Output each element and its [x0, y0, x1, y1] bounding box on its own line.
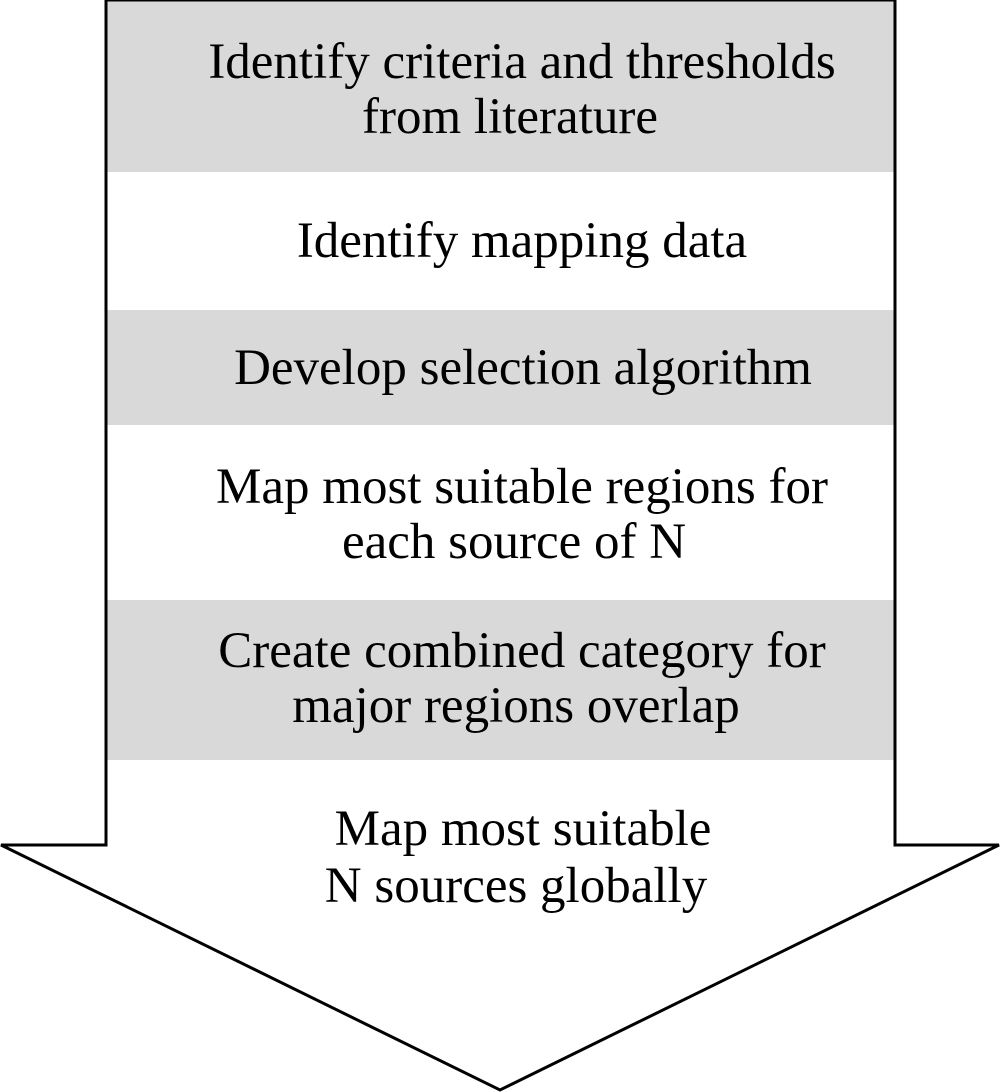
step-1-label-line-1: Identify criteria and thresholds	[208, 34, 835, 90]
step-5-label-line-1: Create combined category for	[218, 623, 825, 679]
step-4-label-line-2: each source of N	[342, 514, 686, 570]
step-6-label-line-2: N sources globally	[325, 858, 708, 914]
step-4-label-line-1: Map most suitable regions for	[216, 459, 828, 515]
step-labels: Identify criteria and thresholds from li…	[208, 34, 835, 914]
step-band-5	[1, 600, 999, 760]
step-3-label-line-1: Develop selection algorithm	[234, 340, 812, 396]
step-band-1	[1, 0, 999, 172]
step-1-label-line-2: from literature	[362, 89, 658, 145]
step-5-label-line-2: major regions overlap	[292, 678, 740, 734]
step-band-3	[1, 310, 999, 425]
step-2-label-line-1: Identify mapping data	[297, 213, 747, 269]
step-band-4	[1, 425, 999, 600]
step-band-2	[1, 172, 999, 310]
step-6-label-line-1: Map most suitable	[335, 801, 712, 857]
